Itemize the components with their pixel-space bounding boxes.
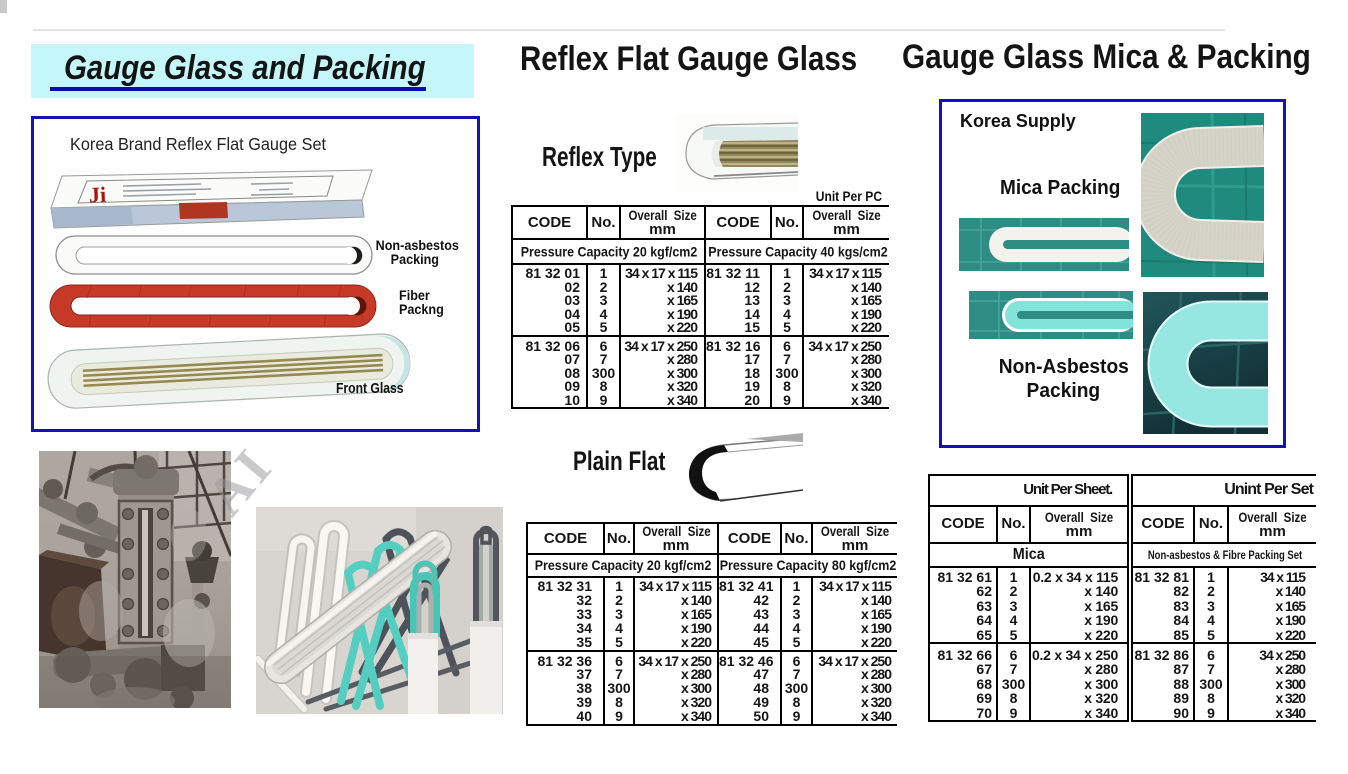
svg-text:Ji: Ji (89, 182, 107, 208)
